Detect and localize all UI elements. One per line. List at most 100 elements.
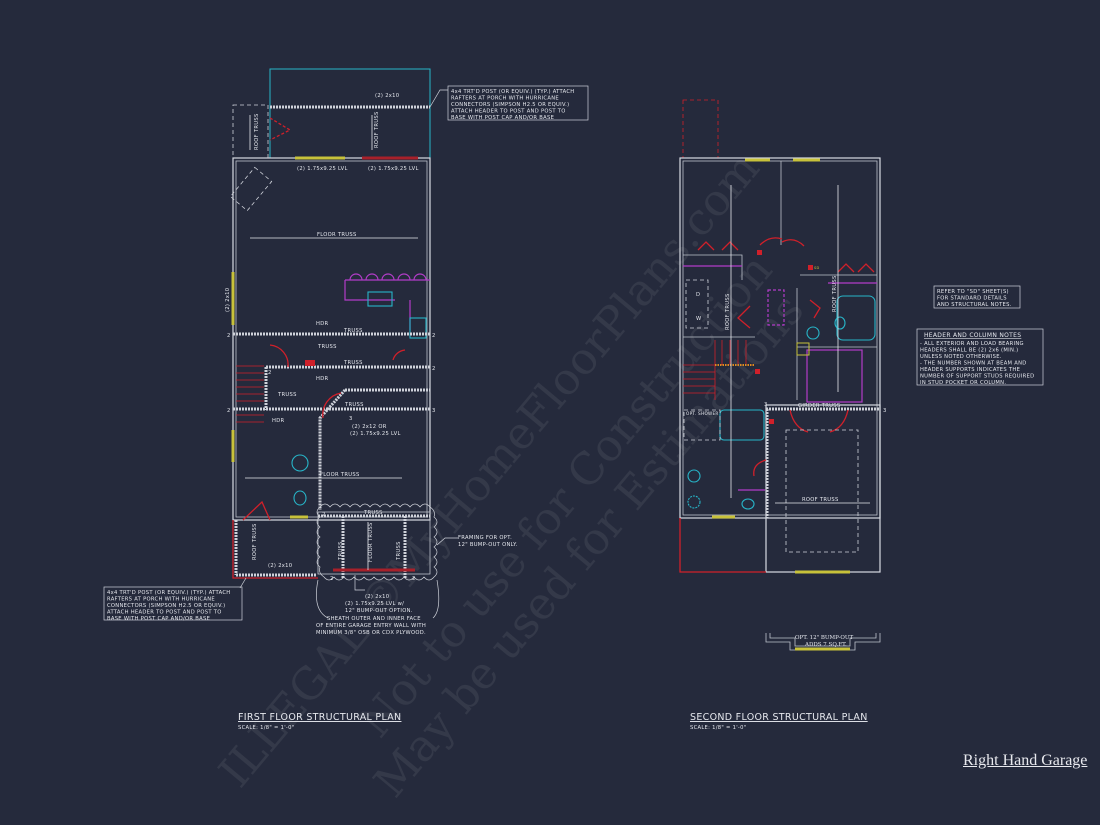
header-note-line: - THE NUMBER SHOWN AT BEAM AND	[920, 361, 1027, 367]
note-line: ATTACH HEADER TO POST AND POST TO	[451, 109, 566, 115]
cooktop	[409, 317, 427, 339]
plan-title: FIRST FLOOR STRUCTURAL PLAN	[238, 712, 401, 723]
label: TRUSS	[343, 360, 363, 366]
label: (2) 2x10	[225, 288, 231, 312]
header-note-line: HEADER SUPPORTS INDICATES THE	[920, 367, 1020, 373]
support-count: 2	[432, 333, 436, 339]
plan-scale: SCALE: 1/8" = 1'-0"	[238, 725, 294, 731]
support-count: 2	[322, 512, 326, 518]
note-line: ATTACH HEADER TO POST AND POST TO	[107, 610, 222, 616]
label: ROOF TRUSS	[252, 523, 258, 560]
note-line: FRAMING FOR OPT.	[458, 535, 512, 541]
note-line: RAFTERS AT PORCH WITH HURRICANE	[107, 597, 215, 603]
note-line: CONNECTORS (SIMPSON H2.5 OR EQUIV.)	[451, 102, 569, 108]
revision-cloud	[316, 503, 438, 581]
interior-walls	[683, 254, 877, 400]
bumpout-note-line: OPT. 12" BUMP-OUT	[795, 635, 854, 641]
post-note: 4x4 TRT'D POST (OR EQUIV.) (TYP.) ATTACH…	[107, 590, 230, 622]
label: HDR	[272, 418, 284, 424]
label: HDR	[316, 376, 328, 382]
kitchen-counter	[344, 279, 430, 330]
washer-dryer	[685, 279, 709, 329]
label: ROOF TRUSS	[725, 293, 731, 330]
door-swings	[697, 237, 875, 329]
label: HDR	[316, 321, 328, 327]
toilet	[741, 498, 755, 510]
porch-roof-area	[232, 104, 269, 159]
door-swing	[269, 117, 292, 141]
support-count: 3	[764, 402, 768, 408]
attic-access	[767, 289, 785, 326]
sink	[687, 495, 701, 509]
header-notes-box	[916, 328, 1044, 386]
header-notes-title: HEADER AND COLUMN NOTES	[924, 332, 1021, 339]
watermark: ILLEGAL ©MyHomeFloorPlans.com Not to use…	[209, 143, 814, 807]
support-count: 3	[883, 408, 887, 414]
door-swings	[753, 409, 849, 477]
angled-beam	[318, 389, 347, 510]
smoke-detector	[769, 419, 774, 424]
label: (2) 2x10	[375, 93, 399, 99]
porch-roof-outline	[682, 99, 719, 159]
bar-stools	[349, 273, 427, 281]
label: FLOOR TRUSS	[317, 232, 357, 238]
note-line: 12" BUMP-OUT ONLY.	[458, 542, 518, 548]
header-note-line: IN STUD POCKET OR COLUMN.	[920, 380, 1006, 386]
exterior-wall	[232, 157, 431, 521]
label: ROOF TRUSS	[802, 497, 839, 503]
toilet	[293, 490, 307, 506]
support-count: 3	[432, 408, 436, 414]
note-line: MINIMUM 3/8" OSB OR CDX PLYWOOD.	[316, 630, 426, 636]
label: (2) 1.75x9.25 LVL	[350, 431, 401, 437]
exterior-wall	[679, 157, 881, 519]
roof-outline-red	[679, 518, 766, 573]
label: ROOF TRUSS	[254, 113, 260, 150]
leader-line	[316, 579, 440, 619]
label: (2) 1.75x9.25 LVL	[368, 166, 419, 172]
note-line: 12" BUMP-OUT OPTION.	[345, 608, 413, 614]
label: ROOF TRUSS	[374, 111, 380, 148]
note-line: BASE WITH POST CAP AND/OR BASE	[451, 115, 554, 121]
label: ROOF TRUSS	[832, 275, 838, 312]
dryer-label: D	[696, 292, 700, 298]
stairs	[683, 340, 747, 400]
bump-out-framing	[317, 511, 431, 575]
porch-note-box	[447, 85, 589, 121]
support-count: 2	[432, 366, 436, 372]
smoke-detector	[755, 369, 760, 374]
label: TRUSS	[277, 392, 297, 398]
support-count: 2	[268, 370, 272, 376]
sink	[806, 326, 820, 340]
bumpout-note-line: ADDS 7 SQ.FT.	[804, 642, 847, 648]
optional-shower	[683, 409, 721, 441]
support-count: 2	[227, 333, 231, 339]
label: TRUSS	[396, 541, 402, 561]
note-line: SHEATH OUTER AND INNER FACE	[327, 616, 421, 622]
washer-label: W	[696, 316, 701, 322]
support-count: 3	[349, 416, 353, 422]
header-note-line: NUMBER OF SUPPORT STUDS REQUIRED	[920, 374, 1034, 380]
note-line: 4x4 TRT'D POST (OR EQUIV.) (TYP.) ATTACH	[451, 89, 575, 95]
second-floor-plan: D W OPT. SHOWER SD ROOF	[679, 99, 887, 731]
porch-outline-red	[232, 520, 318, 579]
refer-note-line: AND STRUCTURAL NOTES.	[937, 302, 1012, 308]
support-count: 2	[412, 576, 416, 582]
interior-wall-line	[235, 160, 428, 518]
note-line: CONNECTORS (SIMPSON H2.5 OR EQUIV.)	[107, 603, 225, 609]
note-line: (2) 2x10	[365, 594, 389, 600]
smoke-detector	[305, 360, 315, 366]
label: TRUSS	[343, 328, 363, 334]
door-swings	[242, 344, 406, 521]
label: GIRDER TRUSS	[798, 403, 840, 409]
label: TRUSS	[344, 402, 364, 408]
header-note-line: - ALL EXTERIOR AND LOAD BEARING	[920, 341, 1024, 347]
label: TRUSS	[338, 541, 344, 561]
garage-option-label: Right Hand Garage	[963, 752, 1088, 769]
note-line: BASE WITH POST CAP AND/OR BASE	[107, 616, 210, 622]
closet-shelf	[683, 265, 877, 284]
toilet	[834, 316, 846, 330]
label: (2) 2x12 OR	[352, 424, 387, 430]
plan-title: SECOND FLOOR STRUCTURAL PLAN	[690, 712, 868, 723]
sink	[687, 469, 701, 483]
